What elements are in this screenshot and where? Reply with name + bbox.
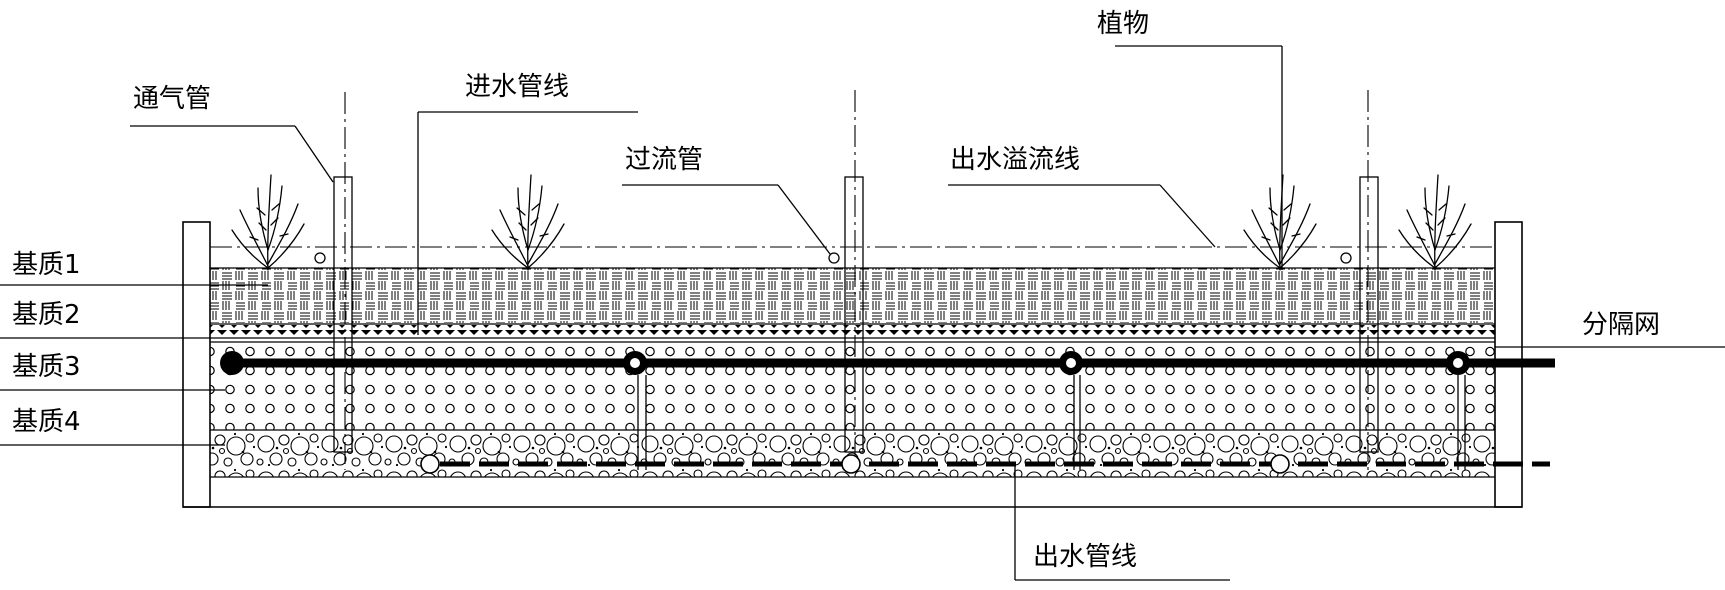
plant-label: 植物 xyxy=(1097,9,1149,39)
substrate-layers xyxy=(210,267,1495,477)
vent-pipe-label: 通气管 xyxy=(133,84,211,114)
vent-pipes xyxy=(333,176,1379,453)
substrate-4-label: 基质4 xyxy=(12,407,81,437)
labels: 通气管 进水管线 植物 过流管 出水溢流线 基质1 基质2 基质3 基质4 分隔… xyxy=(12,9,1660,572)
substrate-1-label: 基质1 xyxy=(12,250,81,280)
overflow-pipe-label: 过流管 xyxy=(625,145,703,175)
separation-net-label: 分隔网 xyxy=(1582,310,1660,340)
vent-pipe-icon xyxy=(333,176,353,453)
inlet-line-label: 进水管线 xyxy=(465,72,569,102)
center-lines xyxy=(344,90,1369,470)
outlet-overflow-line-label: 出水溢流线 xyxy=(950,145,1080,175)
overflow-pipe-icon xyxy=(828,252,840,264)
distribution-pipe-icon xyxy=(220,351,244,375)
distribution-pipe xyxy=(220,351,1555,470)
outlet-line-label: 出水管线 xyxy=(1033,542,1137,572)
vent-pipe-icon xyxy=(844,176,864,453)
overflow-pipes xyxy=(314,252,1352,264)
substrate-3-label: 基质3 xyxy=(12,352,81,382)
substrate-2-layer xyxy=(210,325,1495,337)
leader-lines xyxy=(0,45,1725,581)
vent-pipe-icon xyxy=(1359,176,1379,453)
substrate-1-layer xyxy=(210,268,1495,323)
overflow-pipe-icon xyxy=(314,252,326,264)
substrate-3-layer xyxy=(210,342,1495,430)
outlet-pipe-icon xyxy=(420,454,440,474)
tank-left-wall xyxy=(182,221,211,508)
outlet-pipe-icon xyxy=(1270,454,1290,474)
overflow-pipe-icon xyxy=(1340,252,1352,264)
outlet-pipe-icon xyxy=(841,454,861,474)
outlet-pipe xyxy=(420,454,1550,474)
substrate-2-label: 基质2 xyxy=(12,300,81,330)
